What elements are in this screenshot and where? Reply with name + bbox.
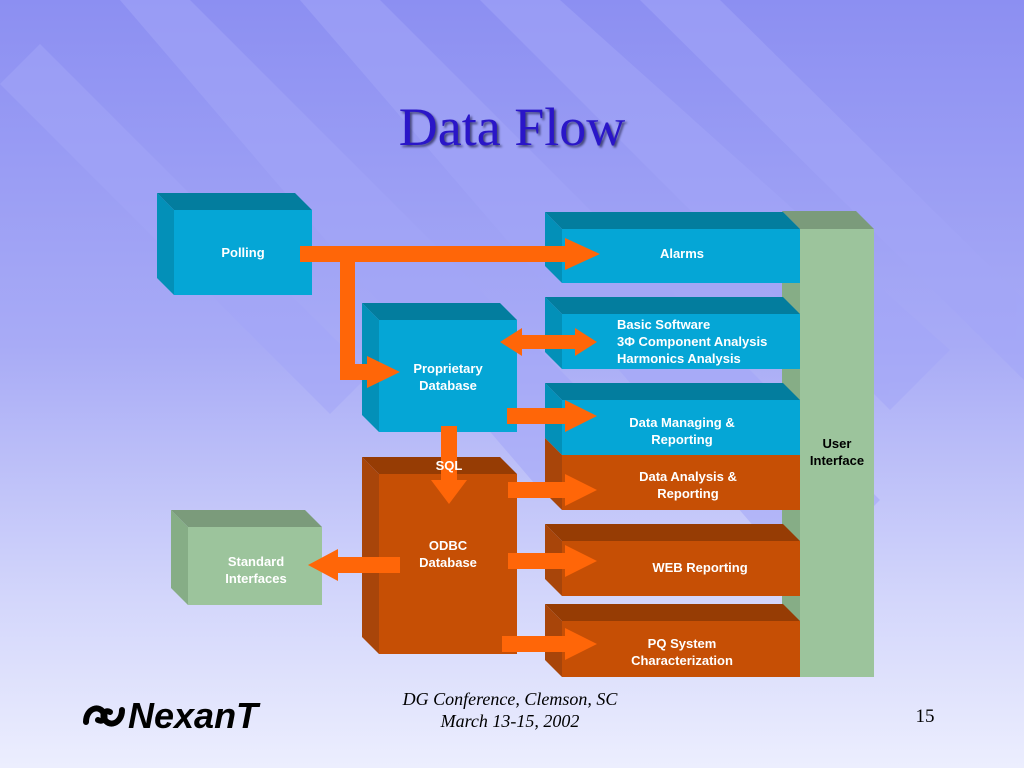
basic-software-line-1: Basic Software [617, 317, 711, 332]
footer-line-1: DG Conference, Clemson, SC [402, 689, 618, 709]
user-interface-line-2: Interface [809, 453, 865, 468]
basic-software-label: Basic Software 3Φ Component Analysis Har… [617, 316, 797, 367]
standard-interfaces-line-1: Standard [227, 554, 285, 569]
basic-software-box [545, 297, 800, 369]
standard-interfaces-line-2: Interfaces [225, 571, 287, 586]
user-interface-label: User Interface [800, 435, 874, 469]
slide-title: Data Flow [398, 97, 626, 157]
proprietary-database-box [362, 303, 517, 432]
odbc-database-line-2: Database [419, 555, 477, 570]
alarms-label: Alarms [659, 246, 705, 261]
pq-system-line-2: Characterization [631, 653, 733, 668]
data-analysis-label: Data Analysis & Reporting [588, 468, 788, 502]
data-analysis-line-2: Reporting [657, 486, 719, 501]
proprietary-database-label: Proprietary Database [379, 360, 517, 394]
arrow-proprietary-basic-software [500, 328, 597, 356]
nexant-logo: NexanT [82, 696, 322, 736]
arrow-odbc-to-data-analysis [508, 474, 597, 506]
nexant-logo-text: NexanT [128, 695, 259, 736]
pq-system-label: PQ System Characterization [582, 635, 782, 669]
basic-software-line-3: Harmonics Analysis [617, 351, 741, 366]
data-managing-line-2: Reporting [651, 432, 713, 447]
nexant-swirl-icon [83, 705, 125, 727]
web-reporting-label: WEB Reporting [652, 560, 748, 575]
sql-label: SQL [435, 458, 463, 473]
proprietary-database-line-1: Proprietary [413, 361, 483, 376]
data-managing-line-1: Data Managing & [629, 415, 735, 430]
data-managing-label: Data Managing & Reporting [582, 414, 782, 448]
data-analysis-box [545, 438, 800, 510]
pq-system-box [545, 604, 800, 677]
proprietary-database-line-2: Database [419, 378, 477, 393]
alarms-box [545, 212, 800, 283]
polling-label: Polling [221, 245, 265, 260]
arrow-sql [431, 426, 467, 504]
page-number: 15 [915, 706, 935, 727]
odbc-database-label: ODBC Database [379, 537, 517, 571]
footer-line-2: March 13-15, 2002 [440, 711, 580, 731]
arrow-odbc-to-web-reporting [508, 545, 597, 577]
arrow-odbc-to-standard-interfaces [308, 549, 400, 581]
odbc-database-line-1: ODBC [428, 538, 468, 553]
arrow-polling-to-alarms [300, 238, 600, 270]
polling-box [157, 193, 312, 295]
data-analysis-line-1: Data Analysis & [639, 469, 737, 484]
basic-software-line-2: 3Φ Component Analysis [617, 334, 768, 349]
arrow-polling-to-proprietary-db [340, 262, 400, 388]
standard-interfaces-label: Standard Interfaces [188, 553, 324, 587]
standard-interfaces-box [171, 510, 322, 605]
web-reporting-box [545, 524, 800, 596]
user-interface-line-1: User [822, 436, 852, 451]
arrow-proprietary-to-data-managing [507, 400, 597, 432]
arrow-odbc-to-pq-system [502, 628, 597, 660]
footer-conference: DG Conference, Clemson, SC March 13-15, … [340, 688, 680, 732]
pq-system-line-1: PQ System [647, 636, 717, 651]
odbc-database-box [362, 457, 517, 654]
